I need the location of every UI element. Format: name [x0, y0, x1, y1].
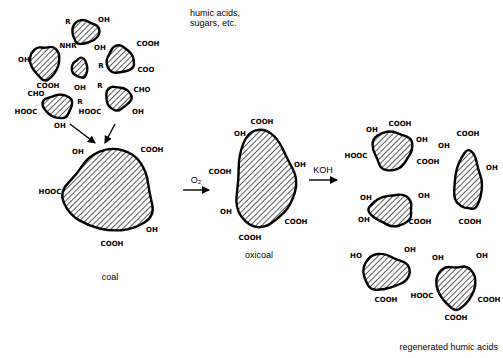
functional-group: HOOC — [79, 109, 102, 116]
functional-group: COOH — [285, 219, 308, 226]
molecule-blob — [30, 47, 59, 81]
functional-group: HO — [350, 253, 362, 260]
molecule-blob — [72, 20, 99, 44]
functional-group: COOH — [101, 241, 124, 248]
functional-group: COOH — [417, 159, 440, 166]
functional-group: OH — [98, 17, 110, 24]
functional-group: OH — [294, 162, 306, 169]
group-region: oxicoal — [212, 114, 306, 264]
functional-group: OH — [146, 227, 158, 234]
functional-group: R — [98, 63, 103, 70]
functional-group: COOH — [445, 315, 468, 322]
molecule-blob — [107, 45, 134, 73]
functional-group: OH — [486, 165, 498, 172]
arrow-line — [105, 124, 115, 143]
functional-group: HOOC — [345, 153, 368, 160]
molecule-blob — [236, 130, 296, 227]
functional-group: OH — [476, 253, 488, 260]
functional-group: COOH — [459, 219, 482, 226]
functional-group: OH — [220, 209, 232, 216]
functional-group: OH — [72, 149, 84, 156]
functional-group: COOH — [409, 219, 432, 226]
group-region: humic acids, sugars, etc. — [15, 2, 264, 122]
functional-group: OH — [94, 45, 106, 52]
reagent-label: KOH — [312, 166, 334, 176]
functional-group: OH — [416, 137, 428, 144]
functional-group: OH — [74, 85, 86, 92]
functional-group: OH — [404, 247, 416, 254]
functional-group: NHR — [59, 43, 76, 50]
functional-group: OH — [18, 57, 30, 64]
molecule-blob — [106, 87, 131, 111]
functional-group: CHO — [134, 87, 151, 94]
functional-group: OH — [438, 143, 450, 150]
arrow-line — [70, 124, 95, 143]
functional-group: OH — [366, 127, 378, 134]
molecule-blob — [368, 195, 411, 227]
group-caption: humic acids, sugars, etc. — [190, 8, 262, 29]
functional-group: COOH — [389, 121, 412, 128]
functional-group: COOH — [137, 41, 160, 48]
functional-group: COOH — [375, 297, 398, 304]
functional-group: COOH — [478, 297, 501, 304]
molecule-blob — [72, 58, 88, 78]
functional-group: OH — [432, 255, 444, 262]
molecule-blob — [62, 149, 152, 231]
molecule-blob — [43, 95, 73, 119]
group-caption: regenerated humic acids — [399, 342, 498, 352]
functional-group: COOH — [37, 83, 60, 90]
molecule-blob — [373, 132, 413, 171]
functional-group: OH — [132, 109, 144, 116]
reaction-arrow — [309, 180, 337, 181]
functional-group: COOH — [141, 147, 164, 154]
functional-group: COO — [137, 67, 154, 74]
reaction-arrow — [183, 190, 209, 191]
functional-group: COOH — [251, 119, 274, 126]
arrow-line — [183, 189, 209, 190]
functional-group: COOH — [239, 235, 262, 242]
functional-group: R — [65, 19, 70, 26]
functional-group: R — [77, 99, 82, 106]
functional-group: R — [97, 83, 102, 90]
molecule-blob — [454, 150, 482, 209]
arrow-line — [309, 179, 337, 180]
functional-group: OH — [234, 131, 246, 138]
functional-group: OH — [358, 217, 370, 224]
functional-group: OH — [418, 193, 430, 200]
functional-group: COOH — [209, 169, 232, 176]
reaction-arrow — [70, 124, 115, 143]
functional-group: CHO — [28, 91, 45, 98]
group-region: regenerated humic acids — [340, 112, 500, 356]
functional-group: HOOC — [15, 109, 38, 116]
group-caption: coal — [40, 272, 180, 282]
functional-group: OH — [54, 123, 66, 130]
functional-group: COOH — [457, 131, 480, 138]
functional-group: HOOC — [411, 293, 434, 300]
reagent-label: O₂ — [190, 176, 203, 186]
molecule-blob — [436, 267, 475, 310]
molecule-blob — [363, 254, 409, 290]
functional-group: OH — [360, 195, 372, 202]
functional-group: HOOC — [39, 189, 62, 196]
group-region: coal — [40, 144, 180, 286]
group-caption: oxicoal — [212, 250, 306, 260]
